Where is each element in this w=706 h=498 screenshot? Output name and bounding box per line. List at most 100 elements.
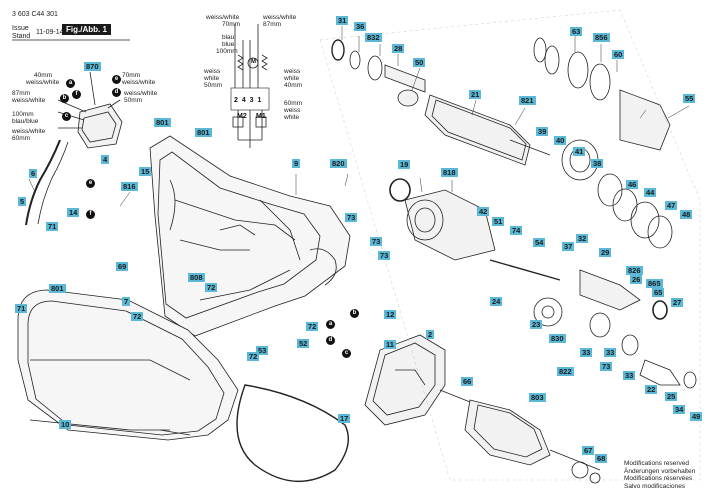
part-tag: 22 [645, 385, 658, 394]
wire-label: 60mm [284, 100, 303, 107]
part-tag: 26 [630, 275, 643, 284]
part-tag: 6 [29, 169, 38, 178]
connector-f: f [86, 210, 95, 219]
part-tag: 9 [292, 159, 301, 168]
switch-wire-label: 40mm [34, 72, 53, 79]
part-number: 3 603 C44 301 [12, 11, 58, 18]
part-tag: 72 [131, 312, 144, 321]
part-tag: 67 [582, 446, 595, 455]
mod-line: Modifications reserved [624, 460, 690, 467]
part-tag: 73 [345, 213, 358, 222]
part-tag: 801 [49, 284, 66, 293]
part-tag: 818 [441, 168, 458, 177]
wire-label: weiss/white [263, 14, 297, 21]
gear-housing-drawing [389, 178, 496, 261]
switch-drawing [25, 71, 123, 226]
part-tag: 44 [644, 188, 657, 197]
mod-line: Salvo modificaciones [624, 482, 686, 490]
part-tag: 46 [626, 180, 639, 189]
part-tag: 65 [652, 288, 665, 297]
connector-f-top: f [72, 90, 81, 99]
part-tag: 803 [529, 393, 546, 402]
part-tag: 2 [426, 330, 435, 339]
part-tag: 29 [599, 248, 612, 257]
wire-label: 87mm [263, 21, 282, 28]
part-tag: 72 [247, 352, 260, 361]
part-tag: 27 [671, 298, 684, 307]
motor-m1: M1 [256, 113, 266, 120]
part-tag: 865 [646, 279, 663, 288]
mod-line: Modifications réservées [624, 475, 693, 482]
part-tag: 4 [101, 155, 110, 164]
issue-date: 11-09-14 [36, 29, 64, 36]
wire-label: 100mm [216, 48, 238, 55]
part-tag: 34 [673, 405, 686, 414]
part-tag: 42 [477, 207, 490, 216]
part-tag: 72 [205, 283, 218, 292]
part-tag: 32 [576, 234, 589, 243]
connector-b: b [60, 94, 69, 103]
connector-e: e [86, 179, 95, 188]
part-tag: 51 [492, 217, 505, 226]
part-tag: 38 [591, 159, 604, 168]
part-tag: 71 [15, 304, 28, 313]
part-tag: 54 [533, 238, 546, 247]
connector-c-right: c [342, 349, 351, 358]
part-tag: 41 [573, 147, 586, 156]
part-tag: 17 [338, 414, 351, 423]
connector-e-top: e [112, 75, 121, 84]
part-tag: 55 [683, 94, 696, 103]
part-tag: 25 [665, 392, 678, 401]
terminal-numbers: 2 4 3 1 [234, 97, 263, 104]
part-tag: 73 [370, 237, 383, 246]
connector-a: a [66, 79, 75, 88]
part-tag: 53 [256, 346, 269, 355]
switch-wire-label: 70mm [122, 72, 141, 79]
modifications-note: Modifications reserved Änderungen vorbeh… [624, 460, 695, 490]
spindle-drawing [331, 39, 551, 166]
wire-label: 50mm [204, 82, 223, 89]
part-tag: 40 [554, 136, 567, 145]
part-tag: 33 [604, 348, 617, 357]
part-tag: 73 [600, 362, 613, 371]
part-tag: 33 [623, 371, 636, 380]
part-tag: 10 [59, 420, 72, 429]
seal-ring-drawing [236, 384, 349, 482]
switch-wire-label: 87mm [12, 90, 31, 97]
part-tag: 39 [536, 127, 549, 136]
part-tag: 24 [490, 297, 503, 306]
part-tag: 66 [461, 377, 474, 386]
leader-lines [28, 26, 690, 207]
wire-label: blau [222, 34, 235, 41]
wiring-schematic [230, 24, 270, 148]
switch-wire-label: weiss/white [122, 79, 156, 86]
part-tag: 68 [595, 454, 608, 463]
housing-drawing [149, 135, 351, 337]
wire-label: 40mm [284, 82, 303, 89]
wire-label: blue [222, 41, 235, 48]
switch-wire-label: 60mm [12, 135, 31, 142]
wire-label: weiss [284, 68, 301, 75]
part-tag: 33 [580, 348, 593, 357]
connector-a-right: a [326, 320, 335, 329]
figure-title: Fig./Abb. 1 [62, 24, 111, 35]
part-tag: 826 [626, 266, 643, 275]
connector-b-right: b [350, 309, 359, 318]
wire-label: weiss/white [206, 14, 240, 21]
part-tag: 37 [562, 242, 575, 251]
switch-wire-label: 50mm [124, 97, 143, 104]
part-tag: 74 [510, 226, 523, 235]
switch-wire-label: weiss/white [12, 128, 46, 135]
part-tag: 60 [612, 50, 625, 59]
part-tag: 7 [122, 297, 131, 306]
part-tag: 822 [557, 367, 574, 376]
stand-label: Stand [12, 33, 31, 40]
motor-m2: M2 [237, 113, 247, 120]
part-tag: 19 [398, 160, 411, 169]
connector-d: d [112, 88, 121, 97]
issue-label: Issue [12, 25, 29, 32]
part-tag: 832 [365, 33, 382, 42]
wire-label: weiss [284, 107, 301, 114]
switch-wire-label: weiss/white [12, 97, 46, 104]
